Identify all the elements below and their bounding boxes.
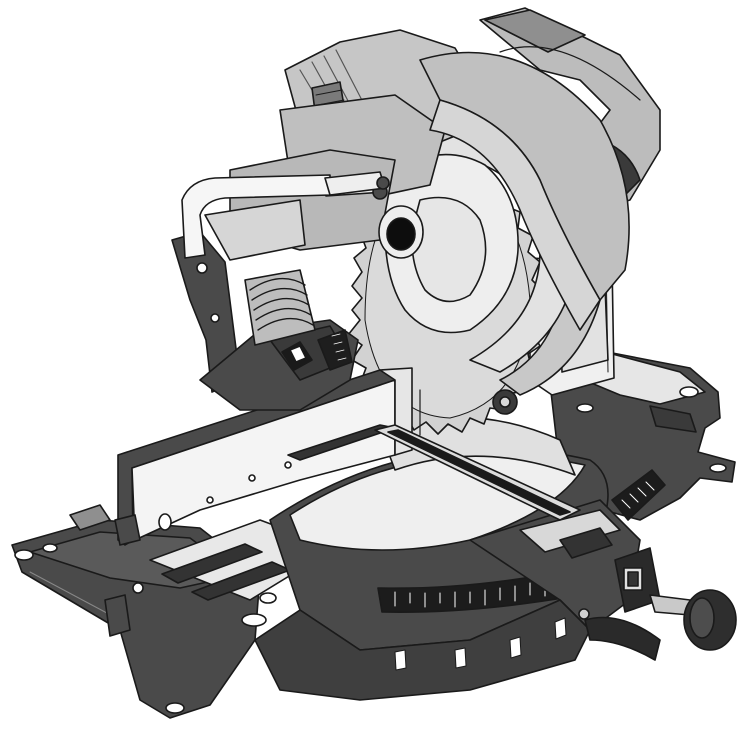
miter-arm — [469, 499, 641, 631]
clamp-knob-icon — [578, 547, 737, 661]
arbor-bolt — [492, 389, 518, 415]
bevel-scale-icon — [611, 469, 666, 521]
kerf-plate — [374, 424, 581, 521]
upper-guard — [419, 51, 630, 331]
spring-icon — [244, 269, 316, 346]
grip-bar — [324, 171, 390, 196]
pivot-arm — [171, 231, 359, 411]
base-icon — [104, 514, 144, 637]
carry-handle — [181, 174, 331, 261]
fence-icon — [117, 367, 413, 546]
